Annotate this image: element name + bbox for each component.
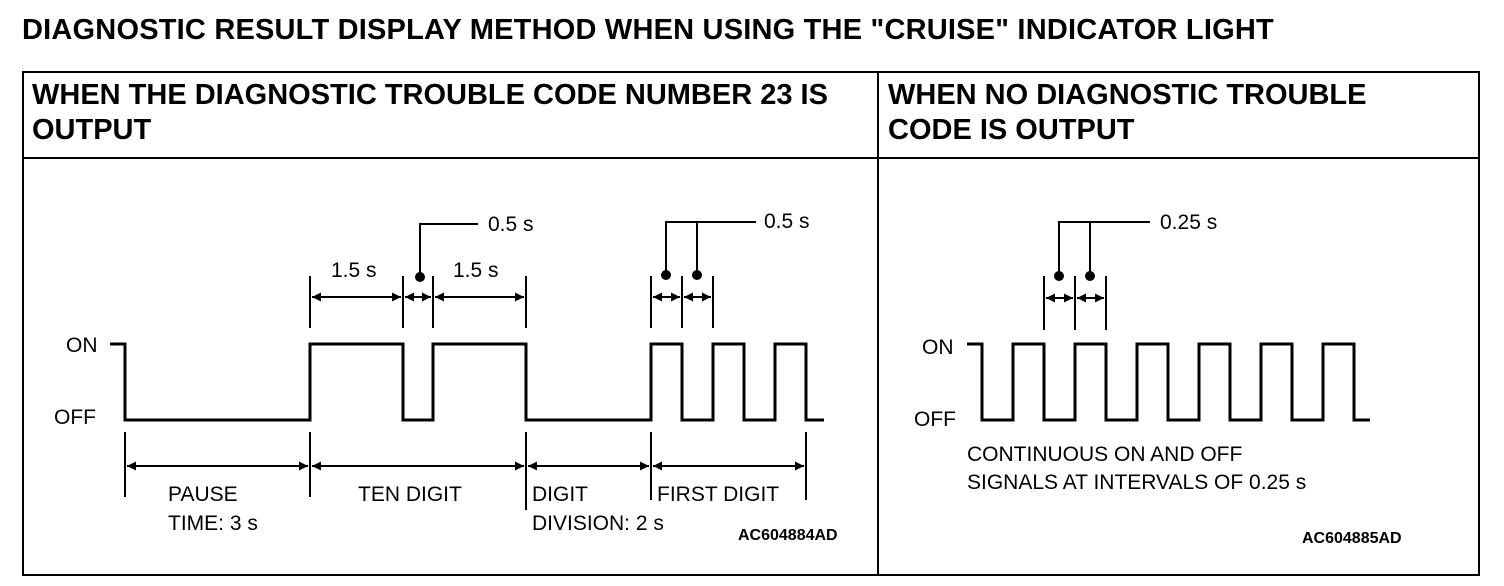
right-waveform: [967, 342, 1370, 422]
left-time-long-2: 1.5 s: [453, 259, 499, 282]
left-time-long-1: 1.5 s: [331, 259, 377, 282]
left-timing-diagram: [110, 221, 824, 510]
left-seg-division-line1: DIGIT: [532, 483, 588, 506]
right-desc-line1: CONTINUOUS ON AND OFF: [967, 443, 1242, 466]
left-ten-digit-dot: [415, 272, 425, 282]
right-off-label: OFF: [914, 408, 956, 431]
right-interval-dot-2: [1085, 271, 1095, 281]
right-interval-dot-1: [1054, 271, 1064, 281]
left-seg-ten-digit: TEN DIGIT: [358, 483, 462, 506]
right-figure-code: AC604885AD: [1302, 530, 1402, 547]
page-title: DIAGNOSTIC RESULT DISPLAY METHOD WHEN US…: [22, 14, 1274, 46]
left-waveform: [110, 342, 824, 422]
right-on-label: ON: [922, 336, 954, 359]
left-time-short-ten: 0.5 s: [488, 213, 534, 236]
left-seg-pause-line2: TIME: 3 s: [168, 512, 258, 535]
header-divider: [22, 157, 1480, 159]
left-panel-header: WHEN THE DIAGNOSTIC TROUBLE CODE NUMBER …: [32, 79, 828, 146]
left-seg-pause-line1: PAUSE: [168, 483, 238, 506]
left-first-digit-timing: [650, 221, 756, 328]
right-timing-diagram: [967, 221, 1370, 422]
left-first-digit-dot-2: [692, 270, 702, 280]
right-interval-timing: [1043, 221, 1150, 330]
left-segment-ticks: [124, 432, 807, 510]
left-figure-code: AC604884AD: [738, 527, 838, 544]
left-ten-digit-timing: [309, 223, 527, 328]
left-time-short-first: 0.5 s: [764, 210, 810, 233]
left-seg-division-line2: DIVISION: 2 s: [532, 512, 664, 535]
diagram-frame: [22, 71, 1480, 576]
panel-divider: [877, 71, 879, 576]
right-desc-line2: SIGNALS AT INTERVALS OF 0.25 s: [967, 471, 1306, 494]
right-panel-header: WHEN NO DIAGNOSTIC TROUBLE CODE IS OUTPU…: [888, 79, 1367, 146]
right-time-interval: 0.25 s: [1160, 211, 1217, 234]
left-seg-first-digit: FIRST DIGIT: [657, 483, 779, 506]
left-on-label: ON: [66, 334, 98, 357]
left-first-digit-dot-1: [661, 270, 671, 280]
left-off-label: OFF: [54, 406, 96, 429]
